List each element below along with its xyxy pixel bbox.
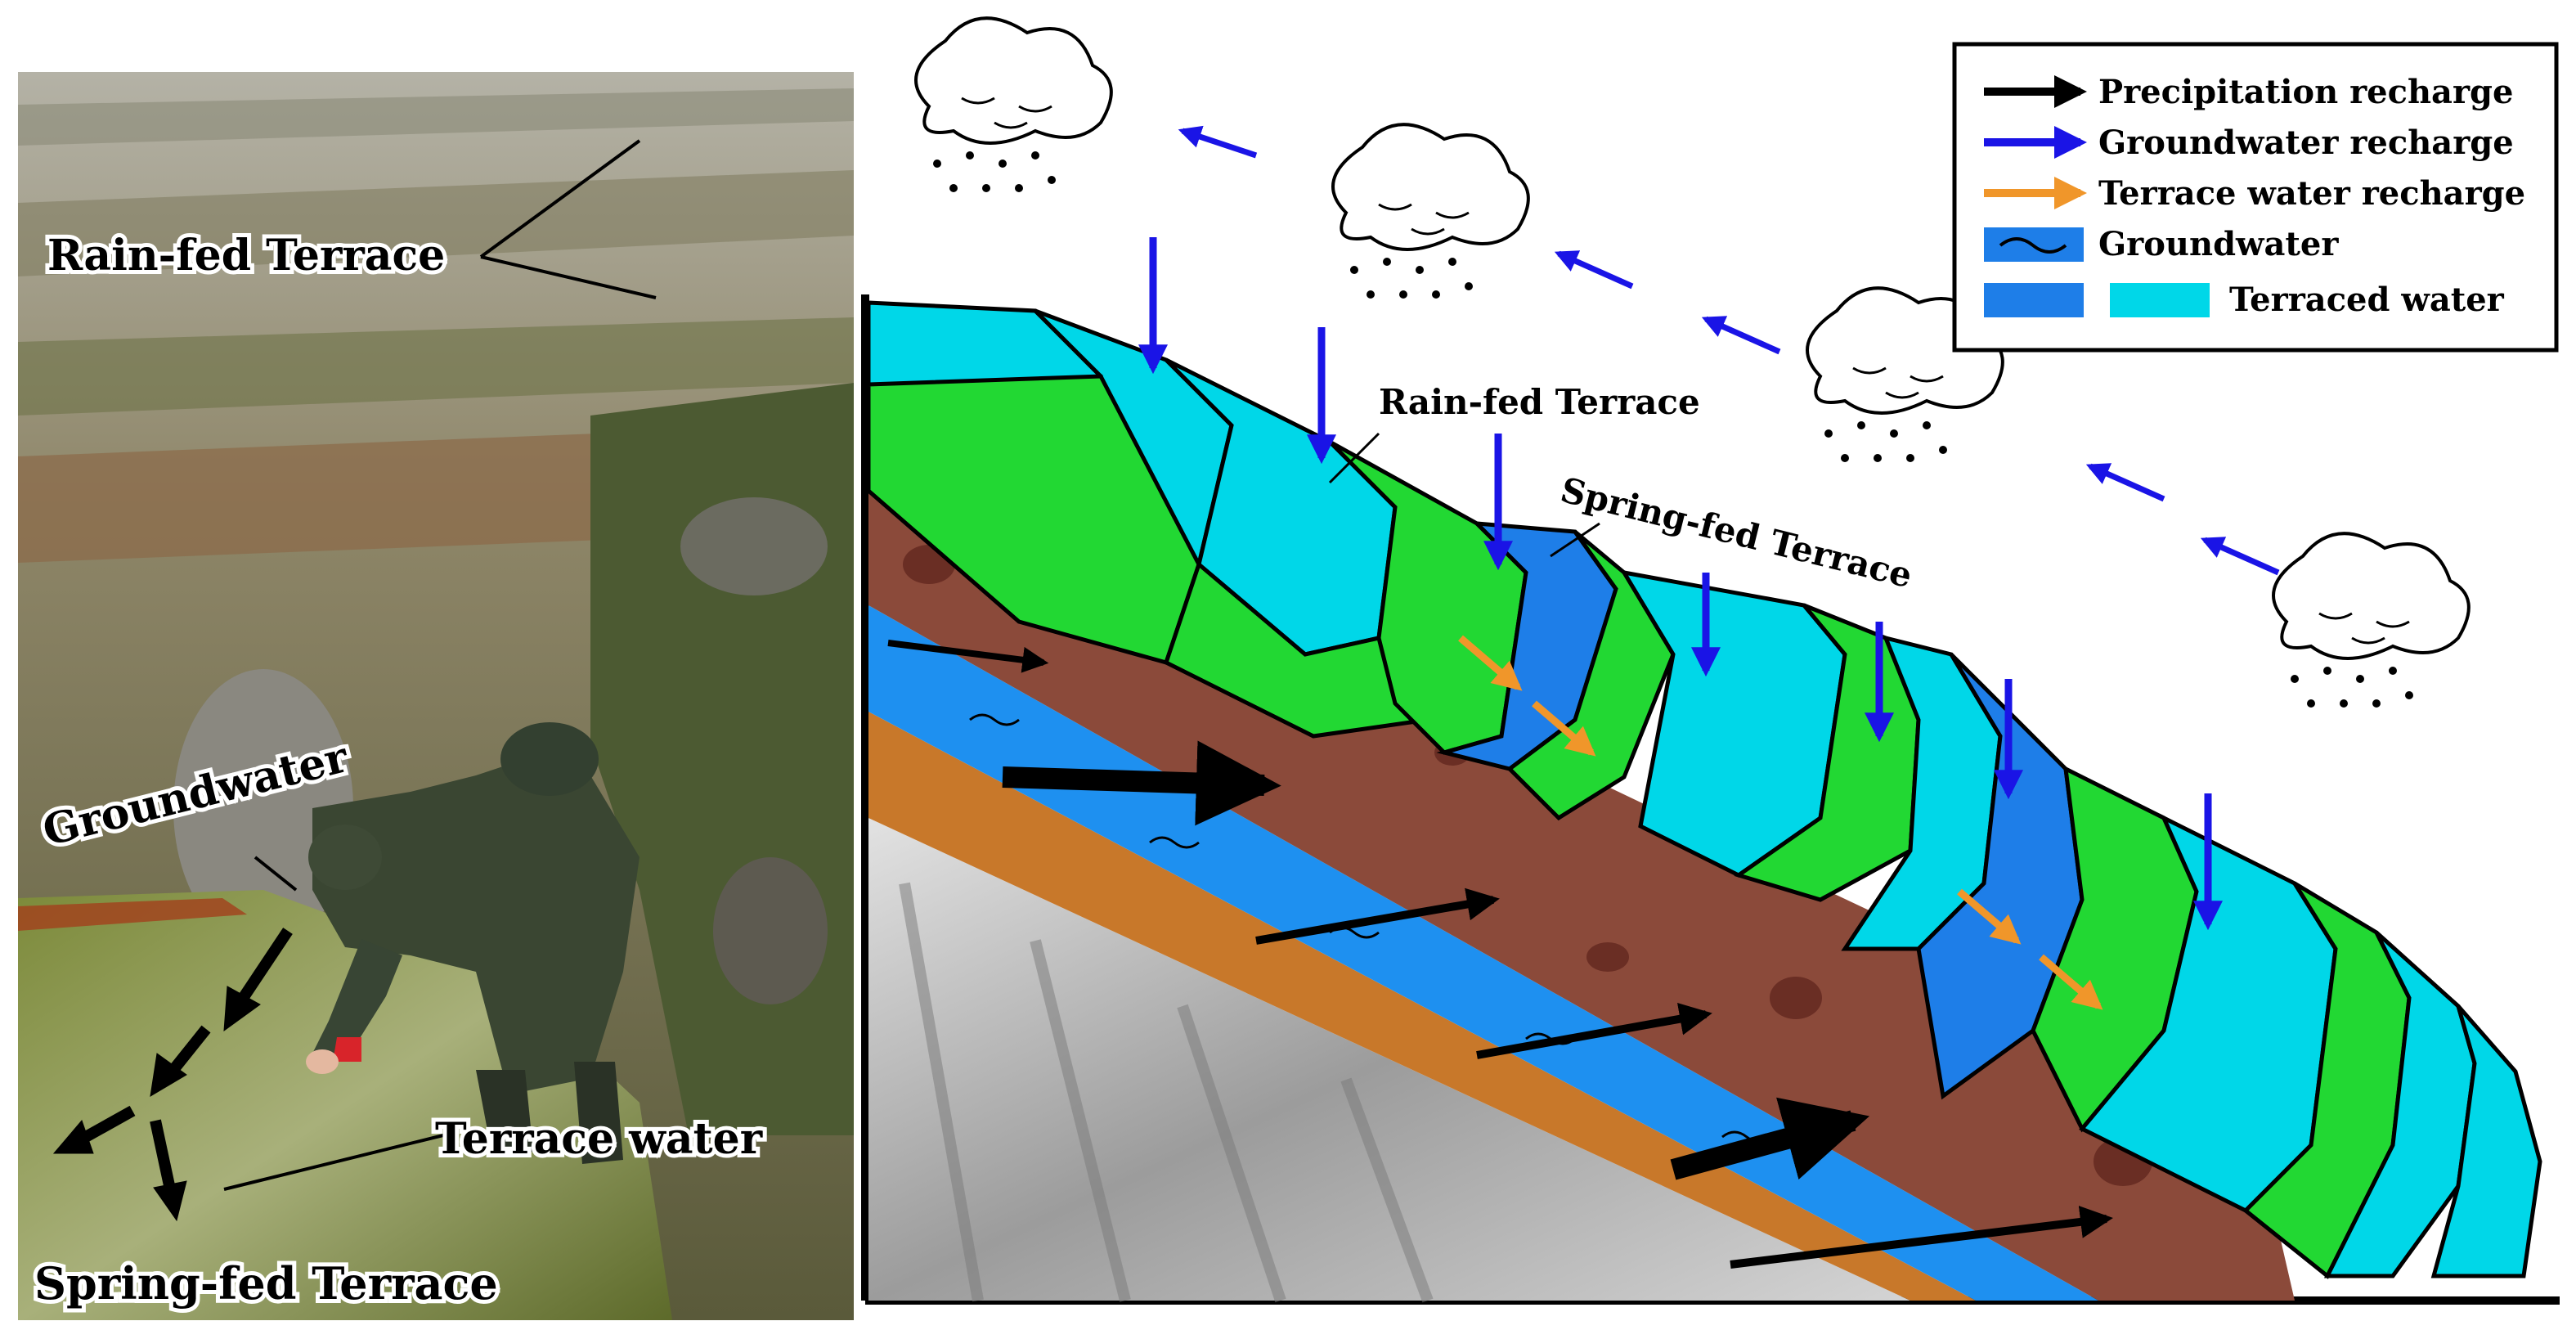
- terrace-band: [18, 170, 854, 276]
- legend-label-terraced-water: Terraced water: [2229, 281, 2505, 319]
- raindrops: [933, 151, 2413, 708]
- diagram-label-rain-fed: Rain-fed Terrace: [1379, 382, 1700, 422]
- terrace-water-recharge-arrows: [1458, 635, 2103, 1010]
- legend-groundwater-wave-icon: [1999, 237, 2067, 254]
- rock: [713, 857, 828, 1004]
- rock: [173, 669, 353, 947]
- legend-label-terrace-water-recharge: Terrace water recharge: [2098, 174, 2525, 213]
- field-photo: Rain-fed Terrace Groundwater Terrace wat…: [18, 72, 854, 1320]
- legend: Precipitation recharge Groundwater recha…: [1952, 42, 2559, 353]
- field-photo-illustration: Rain-fed Terrace Groundwater Terrace wat…: [18, 72, 854, 1320]
- legend-label-groundwater: Groundwater: [2098, 225, 2339, 263]
- photo-flow-arrows: [52, 928, 293, 1222]
- terrace-band: [18, 317, 854, 416]
- iron-stain: [18, 898, 247, 931]
- legend-swatch-terraced-water-light: [2110, 283, 2210, 317]
- cloud-flow-arrows: [1178, 125, 2280, 576]
- legend-label-precipitation: Precipitation recharge: [2098, 73, 2513, 111]
- photo-label-rain-fed: Rain-fed Terrace: [47, 231, 445, 281]
- rock: [680, 497, 828, 595]
- rain-cloud: [2272, 532, 2471, 660]
- legend-label-groundwater-recharge: Groundwater recharge: [2098, 124, 2514, 162]
- cross-section-svg: Rain-fed Terrace Spring-fed Terrace Prec…: [861, 16, 2560, 1305]
- spring-fed-leader-line: [1550, 522, 1600, 558]
- rain-cloud: [1331, 123, 1530, 251]
- bedrock-striations: [899, 882, 1434, 1303]
- legend-swatch-terraced-water-dark: [1984, 283, 2084, 317]
- precipitation-recharge-arrows: [887, 640, 2113, 1269]
- groundwater-recharge-arrows: [1138, 237, 2223, 931]
- photo-label-spring-fed: Spring-fed Terrace: [34, 1257, 498, 1310]
- terrace-steps: [866, 300, 2542, 1279]
- terrace-cross-section-diagram: Rain-fed Terrace Spring-fed Terrace Prec…: [855, 0, 2576, 1330]
- rain-cloud: [914, 16, 1113, 145]
- photo-leader-lines: [223, 139, 657, 1191]
- rain-fed-leader-line: [1328, 432, 1380, 484]
- person-figure: [306, 722, 640, 1164]
- photo-label-terrace-water: Terrace water: [435, 1114, 763, 1164]
- terrace-band: [18, 88, 854, 146]
